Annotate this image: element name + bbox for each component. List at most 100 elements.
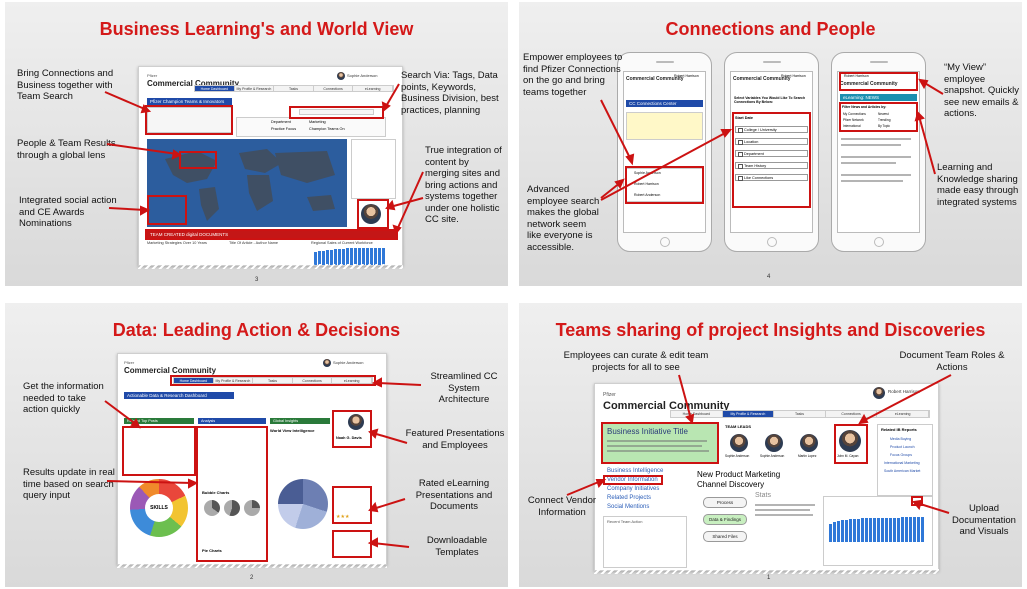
check-college[interactable]: College / University bbox=[735, 126, 808, 133]
world-pie bbox=[278, 479, 328, 529]
bottom-bar: TEAM CREATED digital DOCUMENTS bbox=[147, 231, 396, 238]
nav-tasks[interactable]: Tasks bbox=[253, 378, 293, 383]
callout-curate: Employees can curate & edit team project… bbox=[563, 350, 709, 373]
opt-pfizer[interactable]: Pfizer Network bbox=[843, 118, 864, 122]
report-link-3[interactable]: Focus Groups bbox=[890, 453, 912, 457]
link-bi[interactable]: Business Intelligence bbox=[607, 468, 664, 474]
related-title: Related IB Reports bbox=[881, 427, 917, 432]
check-location[interactable]: Location bbox=[735, 138, 808, 145]
slide-connections-people: Connections and People Commercial Commun… bbox=[519, 2, 1022, 286]
callout-arrows bbox=[600, 78, 944, 201]
link-vendor[interactable]: Vendor Information bbox=[607, 477, 658, 483]
highlight-search-form bbox=[732, 112, 811, 208]
user-name: Sophie Anderson bbox=[333, 360, 364, 365]
nav-elearning[interactable]: eLearning bbox=[877, 411, 929, 417]
nav-profile[interactable]: My Profile & Research bbox=[722, 411, 775, 417]
callout-myview: “My View” employee snapshot. Quickly see… bbox=[944, 62, 1019, 119]
callout-roles: Document Team Roles & Actions bbox=[899, 350, 1005, 373]
search-fields bbox=[147, 107, 232, 133]
checkbox-department[interactable]: Department bbox=[271, 120, 291, 124]
callout-integration: True integration of content by merging s… bbox=[425, 145, 502, 225]
slide-teams-sharing: Teams sharing of project Insights and Di… bbox=[519, 303, 1022, 587]
highlight-rated bbox=[332, 486, 372, 524]
recent-title: Recent Team Action bbox=[607, 519, 643, 524]
skills-donut: SKILLS bbox=[130, 479, 188, 537]
phone-logo: Commercial Community bbox=[626, 76, 684, 82]
shared-files-button[interactable]: Shared Files bbox=[703, 531, 747, 542]
section-world: World View Intelligence bbox=[270, 428, 315, 433]
stats-title: Stats bbox=[755, 492, 771, 499]
skills-label: SKILLS bbox=[145, 494, 173, 522]
report-link-5[interactable]: South American Market bbox=[884, 469, 921, 473]
user-name: Sophie Anderson bbox=[347, 73, 378, 78]
torn-edge bbox=[138, 264, 403, 269]
phone-logo: Commercial Community bbox=[733, 76, 791, 82]
featured-name: Noah G. Davis bbox=[336, 436, 362, 440]
upload-chart-bars bbox=[829, 512, 924, 542]
search-bar[interactable] bbox=[299, 109, 374, 115]
nav-home[interactable]: Home Dashboard bbox=[671, 411, 723, 417]
sidebar-panel bbox=[351, 139, 396, 199]
champion-banner: Pfizer Champion Teams & Innovators bbox=[147, 98, 232, 105]
initiative-card: Business Initiative Title bbox=[601, 422, 719, 464]
nav-elearning[interactable]: eLearning bbox=[332, 378, 372, 383]
callout-templates: Downloadable Templates bbox=[426, 535, 488, 558]
report-link-2[interactable]: Product Launch bbox=[890, 445, 915, 449]
check-like[interactable]: Like Connections bbox=[735, 174, 808, 181]
pie-a bbox=[204, 500, 220, 516]
checkbox-practice[interactable]: Practice Focus bbox=[271, 127, 297, 131]
nav-tasks[interactable]: Tasks bbox=[274, 86, 314, 91]
nav-elearning[interactable]: eLearning bbox=[353, 86, 393, 91]
callout-arrows bbox=[104, 83, 424, 236]
opt-international[interactable]: International bbox=[843, 124, 861, 128]
checkbox-marketing[interactable]: Marketing bbox=[309, 120, 326, 124]
world-map bbox=[147, 139, 347, 227]
highlight-person bbox=[357, 199, 389, 229]
highlight-integration bbox=[145, 229, 398, 240]
callout-bring: Bring Connections and Business together … bbox=[17, 68, 114, 102]
person-2[interactable]: Robert Harrison bbox=[634, 182, 659, 186]
link-company[interactable]: Company Initiatives bbox=[607, 486, 660, 492]
dashboard-banner: Actionable Data & Research Dashboard bbox=[124, 392, 234, 399]
process-button[interactable]: Process bbox=[703, 497, 747, 508]
opt-connections[interactable]: My Connections bbox=[843, 112, 866, 116]
link-social[interactable]: Social Mentions bbox=[607, 504, 650, 510]
check-team-history[interactable]: Team History bbox=[735, 162, 808, 169]
user-avatar bbox=[873, 387, 885, 399]
opt-newest[interactable]: Newest bbox=[878, 112, 889, 116]
callout-social: Integrated social action and CE Awards N… bbox=[19, 195, 117, 229]
callout-upload: Upload Documentation and Visuals bbox=[952, 503, 1016, 537]
nav-profile[interactable]: My Profile & Research bbox=[214, 378, 254, 383]
data-findings-button[interactable]: Data & Findings bbox=[703, 514, 747, 525]
page-number: 2 bbox=[250, 575, 254, 581]
person-3[interactable]: Robert Anderson bbox=[634, 193, 661, 197]
nav-home[interactable]: Home Dashboard bbox=[195, 86, 235, 91]
nav-home[interactable]: Home Dashboard bbox=[174, 378, 214, 383]
link-related[interactable]: Related Projects bbox=[607, 495, 652, 501]
nav-connections[interactable]: Connections bbox=[314, 86, 354, 91]
callout-arrows bbox=[104, 377, 422, 548]
opt-trending[interactable]: Trending bbox=[878, 118, 891, 122]
person-1[interactable]: Sophie Anderson bbox=[634, 171, 661, 175]
member-avatar-2 bbox=[765, 434, 783, 452]
member-avatar-3 bbox=[800, 434, 818, 452]
highlight-search bbox=[289, 106, 384, 119]
report-link-1[interactable]: Media Buying bbox=[890, 437, 912, 441]
report-link-4[interactable]: International Marketing bbox=[884, 461, 920, 465]
highlight-roles bbox=[834, 424, 868, 464]
phone-search: Commercial Community Robert Harrison Sel… bbox=[724, 52, 819, 252]
check-department[interactable]: Department bbox=[735, 150, 808, 157]
nav-tasks[interactable]: Tasks bbox=[774, 411, 826, 417]
callout-vendor: Connect Vendor Information bbox=[527, 495, 597, 518]
nav-profile[interactable]: My Profile & Research bbox=[235, 86, 275, 91]
nav-connections[interactable]: Connections bbox=[293, 378, 333, 383]
slide-title: Business Learning's and World View bbox=[99, 19, 414, 39]
section-bubble: Bubble Charts bbox=[202, 490, 230, 495]
opt-topic[interactable]: By Topic bbox=[878, 124, 890, 128]
checkbox-champion[interactable]: Champion Teams On bbox=[309, 127, 345, 131]
callout-advanced: Advanced employee search makes the globa… bbox=[527, 184, 600, 253]
